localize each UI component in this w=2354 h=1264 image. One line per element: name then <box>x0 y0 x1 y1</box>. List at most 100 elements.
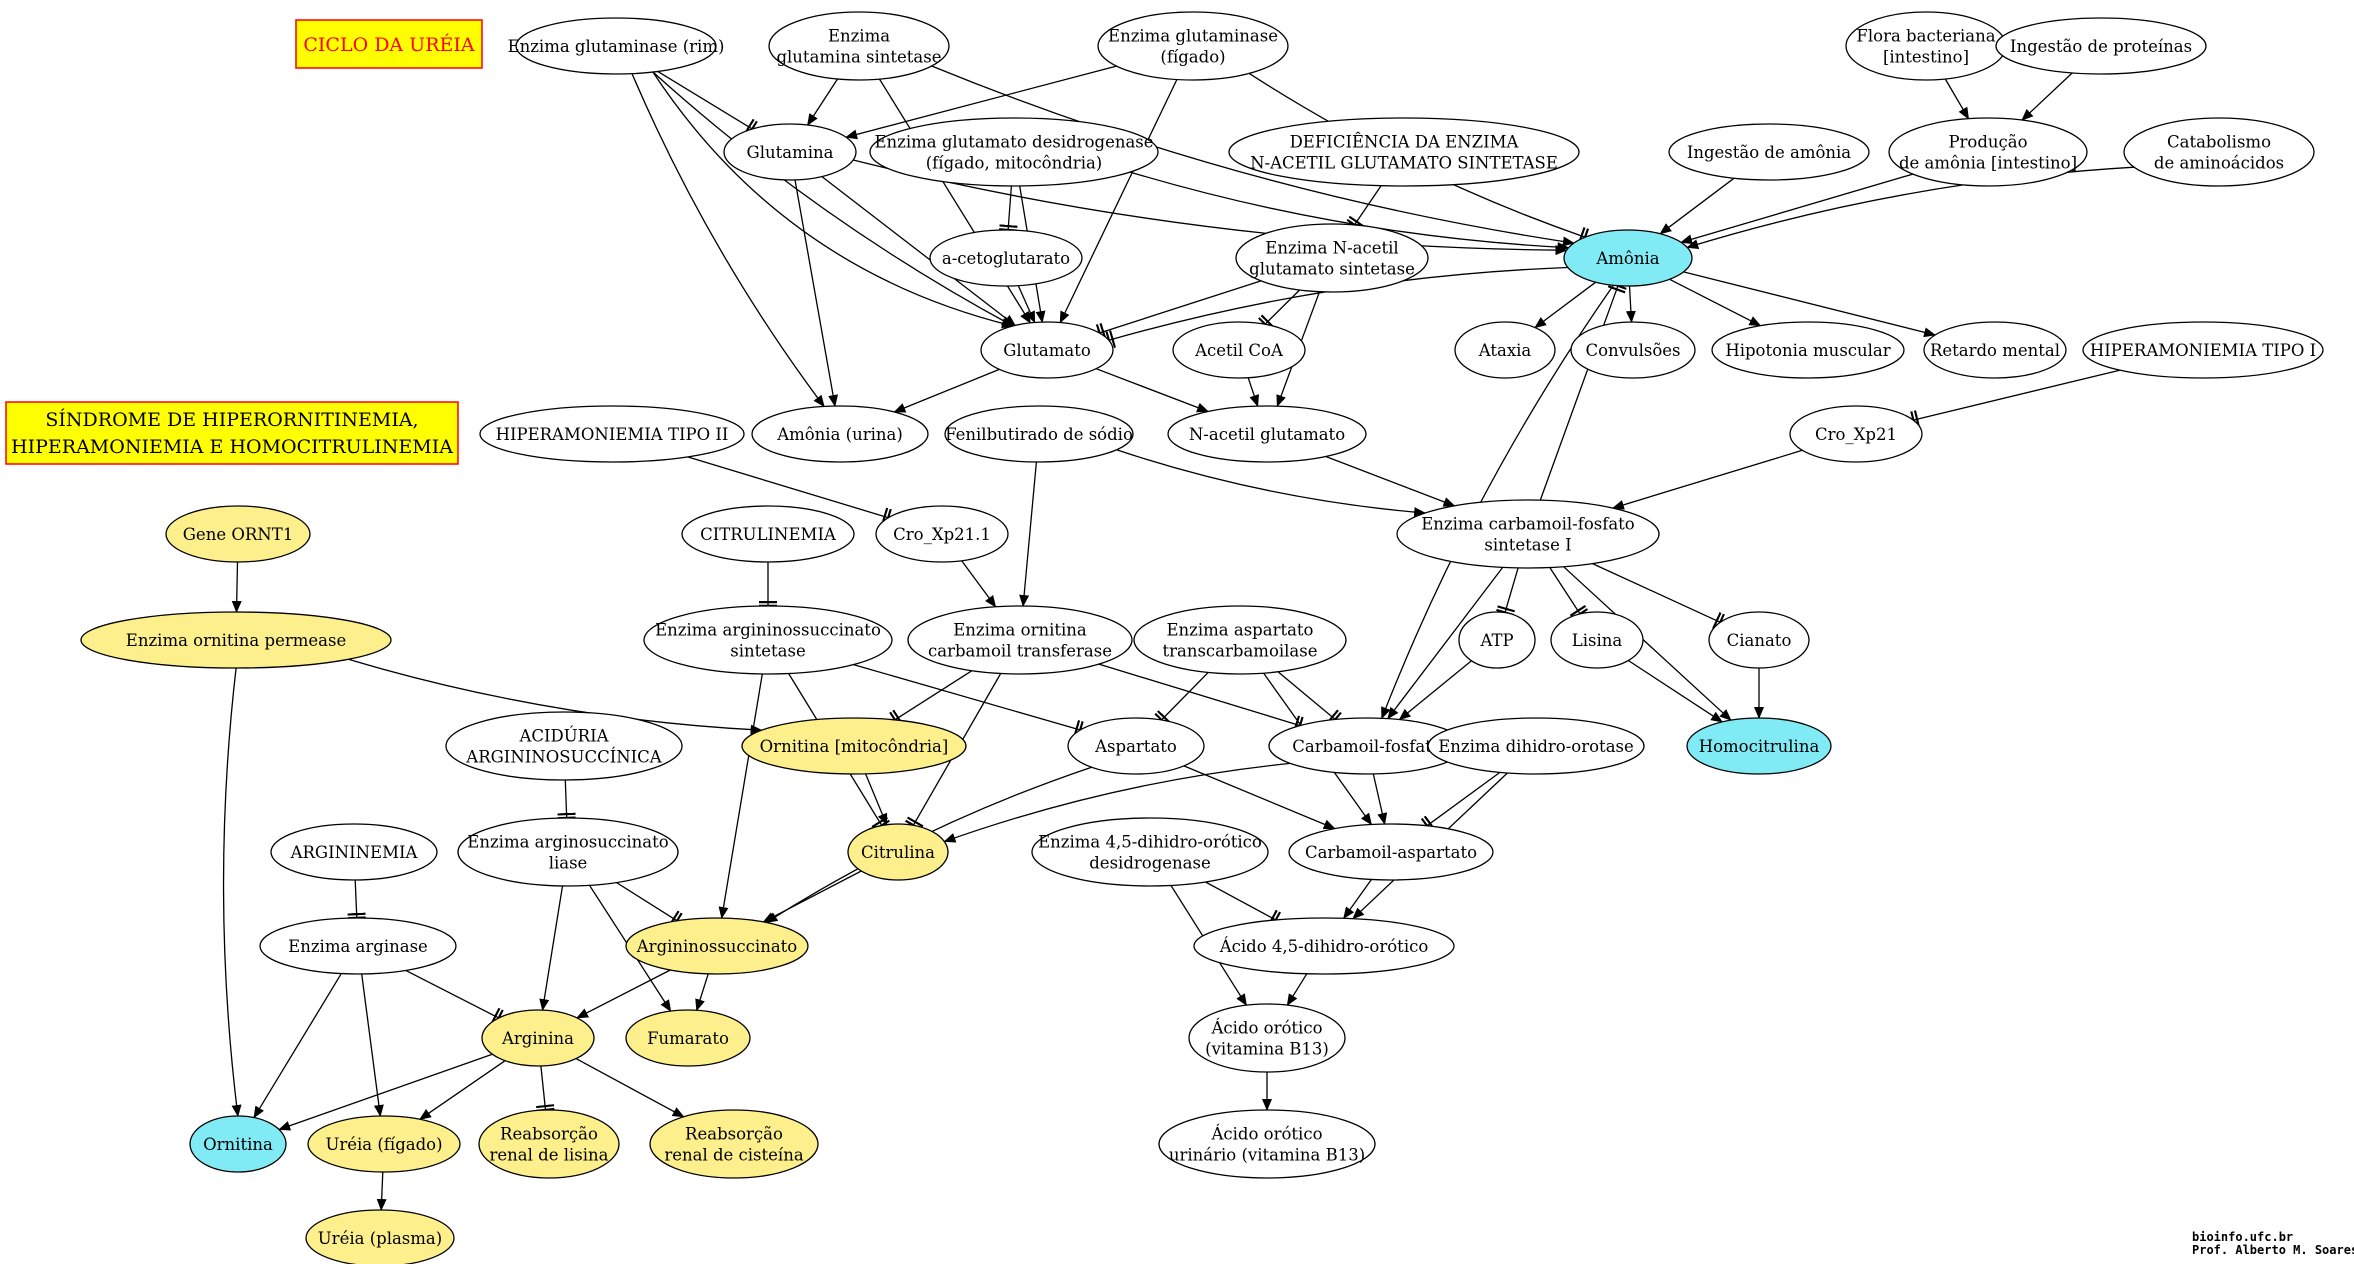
node-fumarato: Fumarato <box>625 1009 751 1067</box>
edge-carbAsp-to-dihidro <box>1343 879 1372 920</box>
node-hiperII: HIPERAMONIEMIA TIPO II <box>479 405 745 463</box>
node-label-acid: ACIDÚRIA <box>518 726 609 746</box>
edge-atc-to-aspartato <box>1154 671 1209 728</box>
node-label-gluSint: Enzima <box>828 27 890 46</box>
node-prodAmo: Produção de amônia [intestino] <box>1888 117 2088 187</box>
edge-prodAmo-to-amonia <box>1680 173 1913 245</box>
node-argSucc: Argininossuccinato <box>625 917 809 975</box>
edge-gdh-to-akg <box>999 185 1018 232</box>
node-label-croXp211: Cro_Xp21.1 <box>893 525 991 544</box>
node-label-ingProt: Ingestão de proteínas <box>2010 37 2192 56</box>
node-label-argSucc: Argininossuccinato <box>636 937 798 956</box>
edge-atc-to-carbP <box>1277 671 1342 728</box>
node-shape-nag <box>1167 405 1367 463</box>
edge-catab-to-amonia <box>1686 166 2135 249</box>
edge-argininemia-to-arginase <box>347 879 366 920</box>
node-label-geneOrnt: Gene ORNT1 <box>183 525 293 544</box>
node-label-croXp21: Cro_Xp21 <box>1815 425 1897 444</box>
node-gluFig: Enzima glutaminase(fígado) <box>1097 11 1289 81</box>
edge-hiperII-to-croXp211 <box>687 456 892 527</box>
edge-ingProt-to-prodAmo <box>2021 72 2073 121</box>
edges-layer <box>222 65 2135 1211</box>
node-shape-cps <box>1396 499 1660 569</box>
edge-gluFig-to-glutamina <box>845 65 1117 140</box>
node-shape-ingAmo <box>1668 123 1870 181</box>
node-akg: a-cetoglutarato <box>929 229 1083 287</box>
node-label-ataxia: Ataxia <box>1478 341 1532 360</box>
node-shape-defNag <box>1228 117 1580 187</box>
node-label-orotico: Ácido orótico <box>1210 1018 1322 1038</box>
node-argininemia: ARGININEMIA <box>270 823 438 881</box>
edge-argSucc-to-arginina <box>576 969 671 1019</box>
edge-nag-to-cps <box>1325 455 1456 507</box>
edge-fenil-to-cps <box>1116 449 1427 518</box>
node-shape-aspartato <box>1067 717 1205 775</box>
node-label-acetilCoa: Acetil CoA <box>1194 341 1284 360</box>
node-label-prodAmo: Produção <box>1948 133 2027 152</box>
node-label-cps: Enzima carbamoil-fosfato <box>1421 515 1635 534</box>
node-ureiaFig: Uréia (fígado) <box>307 1115 461 1173</box>
node-shape-dho <box>1427 717 1645 775</box>
edge-amonia-to-convul <box>1625 285 1636 323</box>
edge-gluRim-to-glutamato <box>652 71 1014 329</box>
node-label-fumarato: Fumarato <box>647 1029 729 1048</box>
node-shape-akg <box>929 229 1083 287</box>
node-label-fenil: Fenilbutirado de sódio <box>945 425 1133 444</box>
node-croXp21: Cro_Xp21 <box>1789 405 1923 463</box>
node-label-hiperII: HIPERAMONIEMIA TIPO II <box>496 425 729 444</box>
node-ataxia: Ataxia <box>1454 321 1556 379</box>
node-label-orotUrina: Ácido orótico <box>1210 1124 1322 1144</box>
node-label-prodAmo: de amônia [intestino] <box>1899 154 2077 173</box>
node-label-gluRim: Enzima glutaminase (rim) <box>508 37 725 56</box>
node-shape-reabCis <box>649 1109 819 1179</box>
node-citrulina: Citrulina <box>847 823 949 881</box>
edge-arginina-to-ureiaFig <box>419 1060 506 1120</box>
node-ornPerm: Enzima ornitina permease <box>80 611 392 669</box>
node-flora: Flora bacteriana[intestino] <box>1845 11 2007 81</box>
node-acetilCoa: Acetil CoA <box>1172 321 1306 379</box>
node-label-cianato: Cianato <box>1727 631 1792 650</box>
edge-amonia-to-retardo <box>1683 271 1937 338</box>
edge-cps-to-homocit <box>1563 566 1732 721</box>
node-shape-ureiaPla <box>305 1209 455 1264</box>
node-shape-hiperII <box>479 405 745 463</box>
node-glutamina: Glutamina <box>723 123 857 181</box>
node-shape-geneOrnt <box>165 505 311 563</box>
node-shape-argininemia <box>270 823 438 881</box>
edge-ornMit-to-citrulina <box>864 773 888 826</box>
node-label-citrulinemia: CITRULINEMIA <box>700 525 837 544</box>
node-homocit: Homocitrulina <box>1686 717 1832 775</box>
edge-lisina-to-homocit <box>1627 659 1724 723</box>
node-shape-asl <box>457 817 679 887</box>
node-shape-ataxia <box>1454 321 1556 379</box>
node-label-ass: Enzima argininossuccinato <box>655 621 881 640</box>
edge-croXp21-to-cps <box>1611 449 1803 510</box>
edge-gluRim-to-amoUrina <box>631 73 825 408</box>
node-shape-glutamina <box>723 123 857 181</box>
node-label-gluFig: Enzima glutaminase <box>1108 27 1278 46</box>
node-label-gdh: Enzima glutamato desidrogenase <box>874 133 1153 152</box>
title-ciclo: CICLO DA URÉIA <box>303 33 475 56</box>
node-label-arginase: Enzima arginase <box>288 937 428 956</box>
node-shape-dhod <box>1031 817 1269 887</box>
node-shape-atc <box>1133 605 1347 675</box>
node-label-otc: Enzima ornitina <box>953 621 1087 640</box>
edge-ass-to-aspartato <box>853 663 1084 739</box>
edge-glutamato-to-amoUrina <box>893 368 1000 413</box>
edge-acid-to-asl <box>557 779 576 820</box>
node-carbAsp: Carbamoil-aspartato <box>1288 823 1494 881</box>
node-label-convul: Convulsões <box>1585 341 1680 360</box>
node-label-reabCis: renal de cisteína <box>664 1146 803 1165</box>
edge-dhod-to-dihidro <box>1205 881 1282 929</box>
edge-arginase-to-ureiaFig <box>361 973 384 1117</box>
node-shape-argSucc <box>625 917 809 975</box>
node-gdh: Enzima glutamato desidrogenase(fígado, m… <box>869 117 1159 187</box>
node-aspartato: Aspartato <box>1067 717 1205 775</box>
